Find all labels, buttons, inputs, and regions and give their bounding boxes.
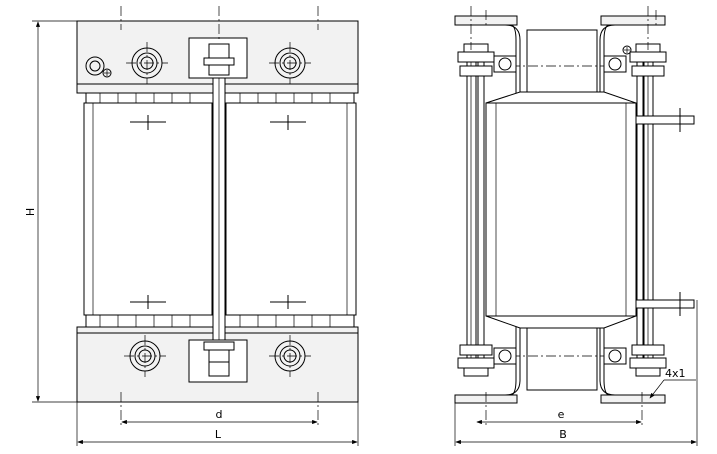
e-label: e bbox=[558, 408, 565, 421]
height-label: H bbox=[24, 208, 37, 216]
side-view: e B 4x1 bbox=[454, 6, 698, 446]
side-bottom-coil bbox=[526, 317, 598, 391]
e-dimension: e bbox=[476, 408, 642, 425]
front-top-bolt-right bbox=[269, 42, 311, 84]
front-view: H d L bbox=[24, 6, 359, 446]
front-left-coil bbox=[83, 102, 213, 316]
side-top-right-nuts bbox=[603, 43, 667, 77]
side-left-rod bbox=[466, 49, 477, 371]
b-label: B bbox=[559, 428, 567, 441]
front-bottom-bolt-left bbox=[124, 335, 166, 377]
height-dimension: H bbox=[24, 20, 77, 403]
side-right-rod bbox=[643, 49, 654, 371]
d-label: d bbox=[216, 408, 223, 421]
length-label: L bbox=[215, 428, 222, 441]
side-bottom-right-nuts bbox=[603, 344, 667, 377]
front-right-coil bbox=[225, 102, 357, 316]
front-bottom-bolt-right bbox=[269, 335, 311, 377]
length-dimension: L bbox=[76, 402, 359, 446]
front-coil-marks bbox=[130, 115, 306, 309]
holes-label: 4x1 bbox=[665, 367, 686, 380]
front-ground-terminal bbox=[85, 56, 112, 78]
front-top-bolt-left bbox=[126, 42, 168, 84]
d-dimension: d bbox=[121, 408, 318, 425]
side-top-left-nuts bbox=[457, 43, 517, 77]
side-bottom-left-nuts bbox=[457, 344, 517, 377]
side-core bbox=[485, 102, 637, 317]
b-dimension: B bbox=[454, 300, 698, 446]
holes-leader: 4x1 bbox=[649, 367, 696, 399]
